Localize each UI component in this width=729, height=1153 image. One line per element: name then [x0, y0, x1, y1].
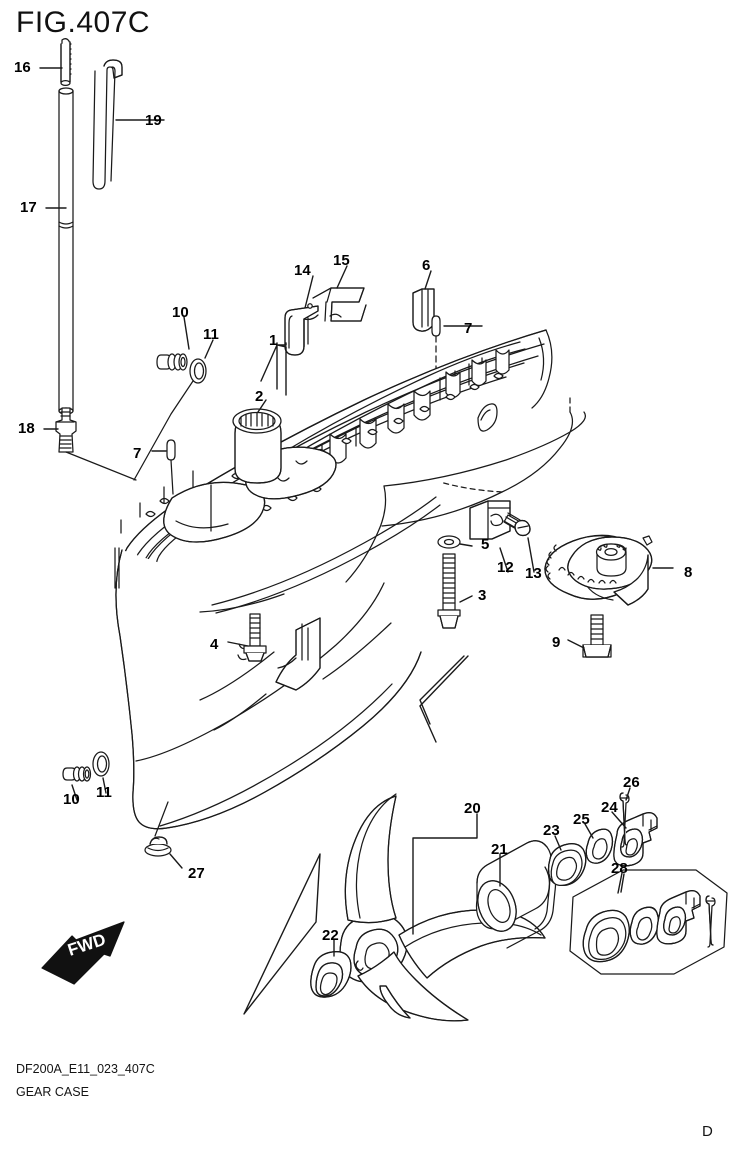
part-3-long-bolt	[437, 553, 461, 629]
callout-leader-lines	[39, 67, 674, 1015]
callout-number-5: 5	[481, 536, 490, 553]
callout-number-15: 15	[333, 252, 350, 269]
kit-washer	[629, 906, 660, 945]
kit-bushing	[582, 909, 630, 963]
callout-number-2: 2	[255, 388, 264, 405]
part-5-washer	[437, 535, 461, 549]
callout-number-4: 4	[210, 636, 219, 653]
callout-number-27: 27	[188, 865, 205, 882]
part-26-cotter-pin	[619, 792, 630, 848]
part-18-rod-joint	[55, 407, 77, 453]
part-10-oil-plug-lower	[62, 766, 92, 782]
callout-number-21: 21	[491, 841, 508, 858]
callout-number-25: 25	[573, 811, 590, 828]
part-15-bracket-cover	[312, 287, 367, 322]
part-7-dowel-pin-right	[431, 315, 441, 337]
part-2-driveshaft-sleeve	[232, 408, 282, 484]
kit-cotter-pin	[705, 895, 716, 948]
callout-number-23: 23	[543, 822, 560, 839]
callout-number-7a: 7	[464, 320, 473, 337]
diagram-code: DF200A_E11_023_407C	[16, 1062, 155, 1076]
part-28-kit-box	[569, 869, 728, 975]
part-23-bushing	[547, 843, 587, 886]
part-14-bracket-clip	[284, 303, 319, 356]
part-16-stud	[60, 38, 72, 87]
callout-number-14: 14	[294, 262, 311, 279]
part-10-oil-plug-upper	[156, 353, 188, 371]
part-4-short-bolt	[243, 613, 267, 662]
part-6-anode-plate	[412, 288, 435, 332]
reference-pointer-lines	[419, 655, 469, 743]
callout-number-28: 28	[611, 860, 628, 877]
part-17-shift-rod	[58, 87, 74, 415]
callout-number-11a: 11	[203, 326, 219, 343]
callout-number-7b: 7	[133, 445, 142, 462]
callout-number-24: 24	[601, 799, 618, 816]
part-1-gear-case-housing	[114, 329, 586, 830]
callout-number-10b: 10	[63, 791, 80, 808]
fwd-arrow-icon: FWD	[41, 921, 125, 985]
part-19-water-tube	[92, 59, 123, 190]
kit-castle-nut	[656, 890, 701, 945]
callout-number-19: 19	[145, 112, 162, 129]
callout-number-10a: 10	[172, 304, 189, 321]
part-22-thrust-washer	[310, 951, 352, 998]
housing-center-fin	[275, 617, 321, 691]
callout-number-9: 9	[552, 634, 561, 651]
part-8-anode-cap	[544, 534, 653, 606]
callout-number-8: 8	[684, 564, 693, 581]
callout-number-1: 1	[269, 332, 278, 349]
callout-number-11b: 11	[96, 784, 112, 801]
callout-number-18: 18	[18, 420, 35, 437]
part-11-gasket-upper	[189, 358, 207, 384]
callout-number-26: 26	[623, 774, 640, 791]
callout-number-20: 20	[464, 800, 481, 817]
part-9-anode-bolt	[582, 614, 612, 658]
diagram-name: GEAR CASE	[16, 1085, 89, 1099]
part-21-spacer	[475, 840, 557, 949]
callout-number-17: 17	[20, 199, 37, 216]
page-letter: D	[702, 1123, 713, 1140]
callout-number-22: 22	[322, 927, 339, 944]
callout-number-6: 6	[422, 257, 431, 274]
callout-number-3: 3	[478, 587, 487, 604]
part-27-drain-plug	[144, 836, 172, 857]
part-7-dowel-pin-left	[166, 439, 176, 461]
page-title: FIG.407C	[16, 6, 151, 39]
callout-number-16: 16	[14, 59, 31, 76]
callout-number-12: 12	[497, 559, 514, 576]
callout-number-13: 13	[525, 565, 542, 582]
part-11-gasket-lower	[92, 751, 110, 777]
part-13-trim-tab-screw	[503, 512, 531, 537]
part-12-trim-tab	[469, 500, 511, 540]
